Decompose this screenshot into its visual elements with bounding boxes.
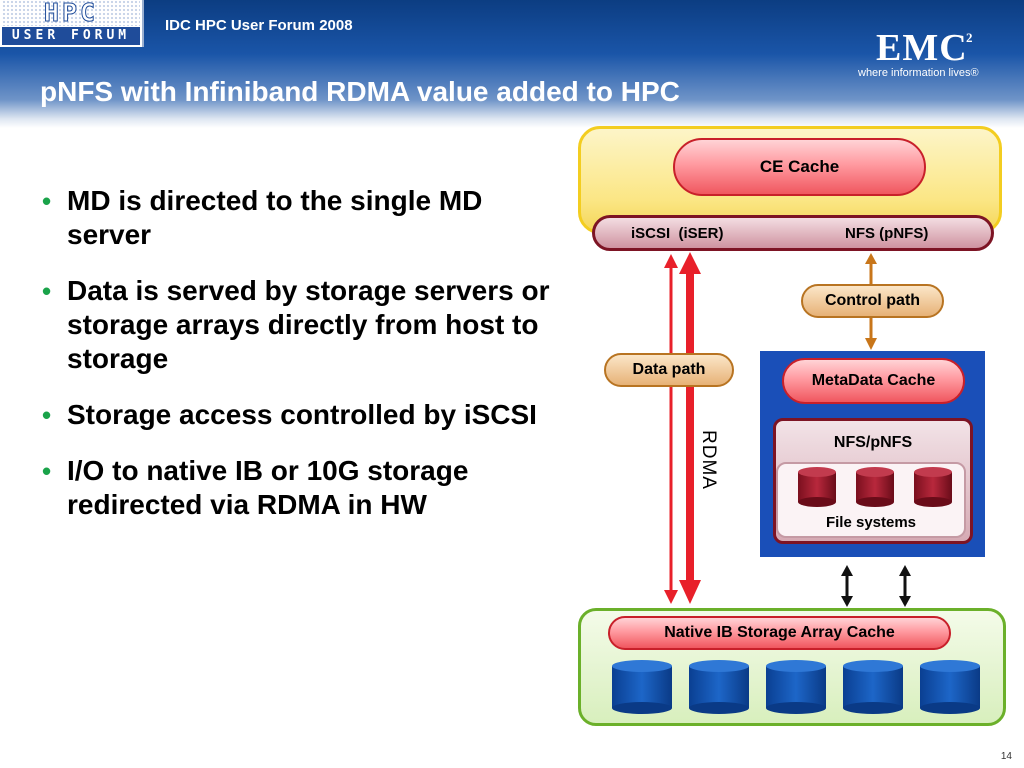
logo-forum-text: USER FORUM xyxy=(2,27,140,45)
forum-title: IDC HPC User Forum 2008 xyxy=(165,17,353,34)
nfs-pnfs-label: NFS/pNFS xyxy=(833,434,913,451)
server-storage-arrow-right xyxy=(899,565,911,607)
slide-title: pNFS with Infiniband RDMA value added to… xyxy=(40,76,680,107)
storage-array-cache: Native IB Storage Array Cache xyxy=(608,616,951,650)
storage-disk-cylinder-icon xyxy=(612,660,672,714)
rdma-label: RDMA xyxy=(698,430,719,490)
data-path-label: Data path xyxy=(604,353,734,387)
control-path-label: Control path xyxy=(801,284,944,318)
bullet-item: • I/O to native IB or 10G storage redire… xyxy=(42,454,572,522)
emc-logo: EMC xyxy=(876,27,968,69)
bullet-dot-icon: • xyxy=(42,276,52,306)
file-system-cylinder-icon xyxy=(798,467,836,507)
bullet-dot-icon: • xyxy=(42,456,52,486)
emc-logo-superscript: 2 xyxy=(966,30,973,45)
metadata-cache: MetaData Cache xyxy=(782,358,965,404)
page-number: 14 xyxy=(1000,751,1012,762)
server-storage-arrow-left xyxy=(841,565,853,607)
logo-hpc-text: HPC xyxy=(2,0,140,26)
bullet-dot-icon: • xyxy=(42,186,52,216)
bullet-text: Data is served by storage servers or sto… xyxy=(67,275,550,374)
protocol-bar: iSCSI (iSER) NFS (pNFS) xyxy=(592,215,994,251)
header-banner xyxy=(0,0,1024,128)
file-system-cylinder-icon xyxy=(914,467,952,507)
bullet-text: MD is directed to the single MD server xyxy=(67,185,483,250)
emc-tagline: where information lives® xyxy=(858,67,979,79)
bullet-text: Storage access controlled by iSCSI xyxy=(67,399,537,430)
rdma-thin-arrow xyxy=(664,254,678,604)
bullet-item: • Storage access controlled by iSCSI xyxy=(42,398,572,432)
rdma-thick-arrow xyxy=(679,252,701,604)
hpc-user-forum-logo: HPC USER FORUM xyxy=(0,0,144,47)
storage-disk-cylinder-icon xyxy=(766,660,826,714)
bullet-item: • MD is directed to the single MD server xyxy=(42,184,572,252)
protocol-iscsi-label: iSCSI (iSER) xyxy=(631,225,724,242)
protocol-nfs-label: NFS (pNFS) xyxy=(845,225,929,242)
storage-disk-cylinder-icon xyxy=(843,660,903,714)
file-system-cylinder-icon xyxy=(856,467,894,507)
storage-disk-cylinder-icon xyxy=(689,660,749,714)
file-systems-label: File systems xyxy=(825,514,917,531)
storage-disk-cylinder-icon xyxy=(920,660,980,714)
bullet-dot-icon: • xyxy=(42,400,52,430)
bullet-text: I/O to native IB or 10G storage redirect… xyxy=(67,455,469,520)
bullet-list: • MD is directed to the single MD server… xyxy=(42,184,572,544)
ce-cache: CE Cache xyxy=(673,138,926,196)
bullet-item: • Data is served by storage servers or s… xyxy=(42,274,572,376)
